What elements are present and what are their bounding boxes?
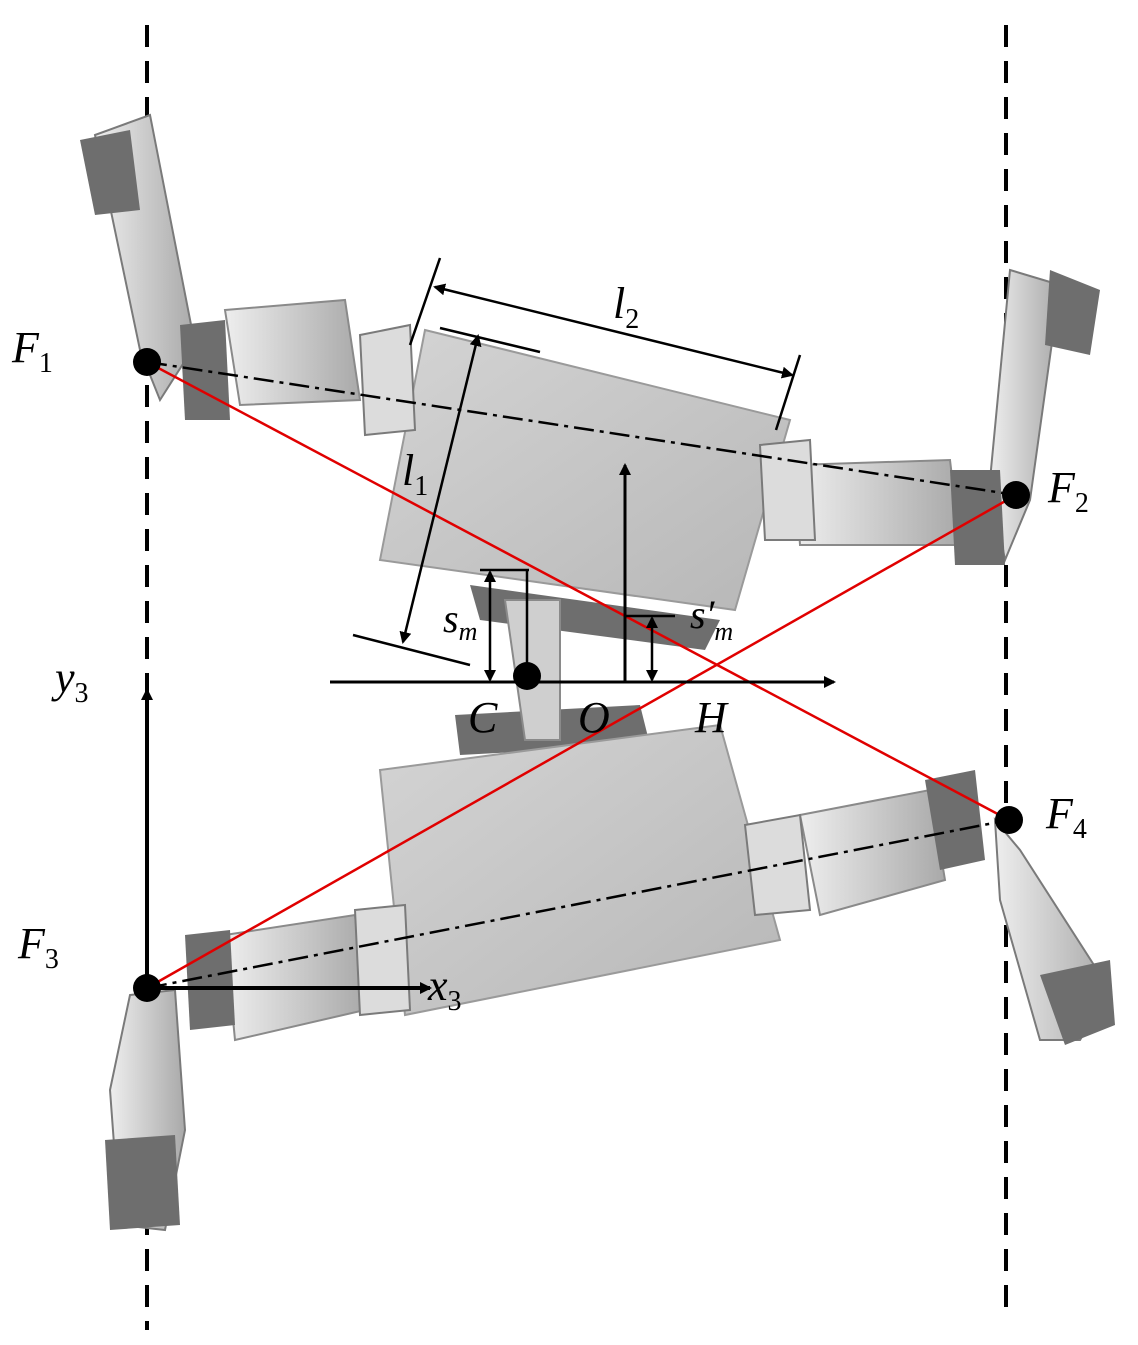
lower-left-hip-servo (223, 913, 367, 1042)
label-sm-prime: s′m (690, 592, 733, 646)
label-O: O (578, 693, 610, 742)
l2-dimension-arrow (433, 283, 794, 379)
lower-right-ankle (925, 770, 985, 870)
foot-point-F3 (133, 974, 161, 1002)
label-F3: F3 (17, 919, 59, 975)
l1-dimension-arrow (399, 334, 482, 644)
upper-right-foot-pad (1045, 270, 1100, 355)
label-F2: F2 (1047, 463, 1089, 519)
upper-left-joint (358, 323, 417, 437)
diagonal-F1-F4 (146, 360, 1010, 822)
upper-right-joint (758, 438, 817, 541)
label-x3: x3 (427, 961, 462, 1017)
label-l1: l1 (402, 446, 428, 502)
lower-right-foot-pad (1040, 960, 1115, 1045)
label-sm: sm (443, 596, 477, 646)
l2-extension-left (408, 257, 442, 346)
lower-module (105, 599, 1115, 1232)
diagonal-F3-F2 (146, 493, 1017, 990)
center-point-C (513, 662, 541, 690)
label-F4: F4 (1045, 789, 1087, 845)
label-C: C (468, 693, 498, 742)
lower-axis-line (146, 818, 1010, 990)
upper-axis-line (146, 360, 1017, 497)
label-F1: F1 (11, 323, 53, 379)
upper-body (378, 328, 792, 612)
lower-left-ankle (185, 930, 235, 1030)
upper-module (80, 113, 1100, 650)
upper-left-ankle (180, 320, 230, 420)
label-H: H (694, 693, 729, 742)
label-y3: y3 (51, 653, 89, 709)
label-l2: l2 (613, 279, 639, 335)
upper-left-foot-pad (80, 130, 140, 215)
lower-left-foot-pad (105, 1135, 180, 1230)
foot-point-F4 (995, 806, 1023, 834)
upper-left-hip-servo (223, 298, 362, 407)
lower-left-joint (353, 903, 412, 1017)
l1-extension-bottom (352, 633, 471, 667)
l1-extension-top (439, 326, 541, 354)
l2-extension-right (774, 354, 802, 431)
foot-point-F1 (133, 348, 161, 376)
lower-right-hip-servo (798, 788, 947, 917)
lower-right-joint (743, 813, 812, 917)
foot-point-F2 (1002, 481, 1030, 509)
